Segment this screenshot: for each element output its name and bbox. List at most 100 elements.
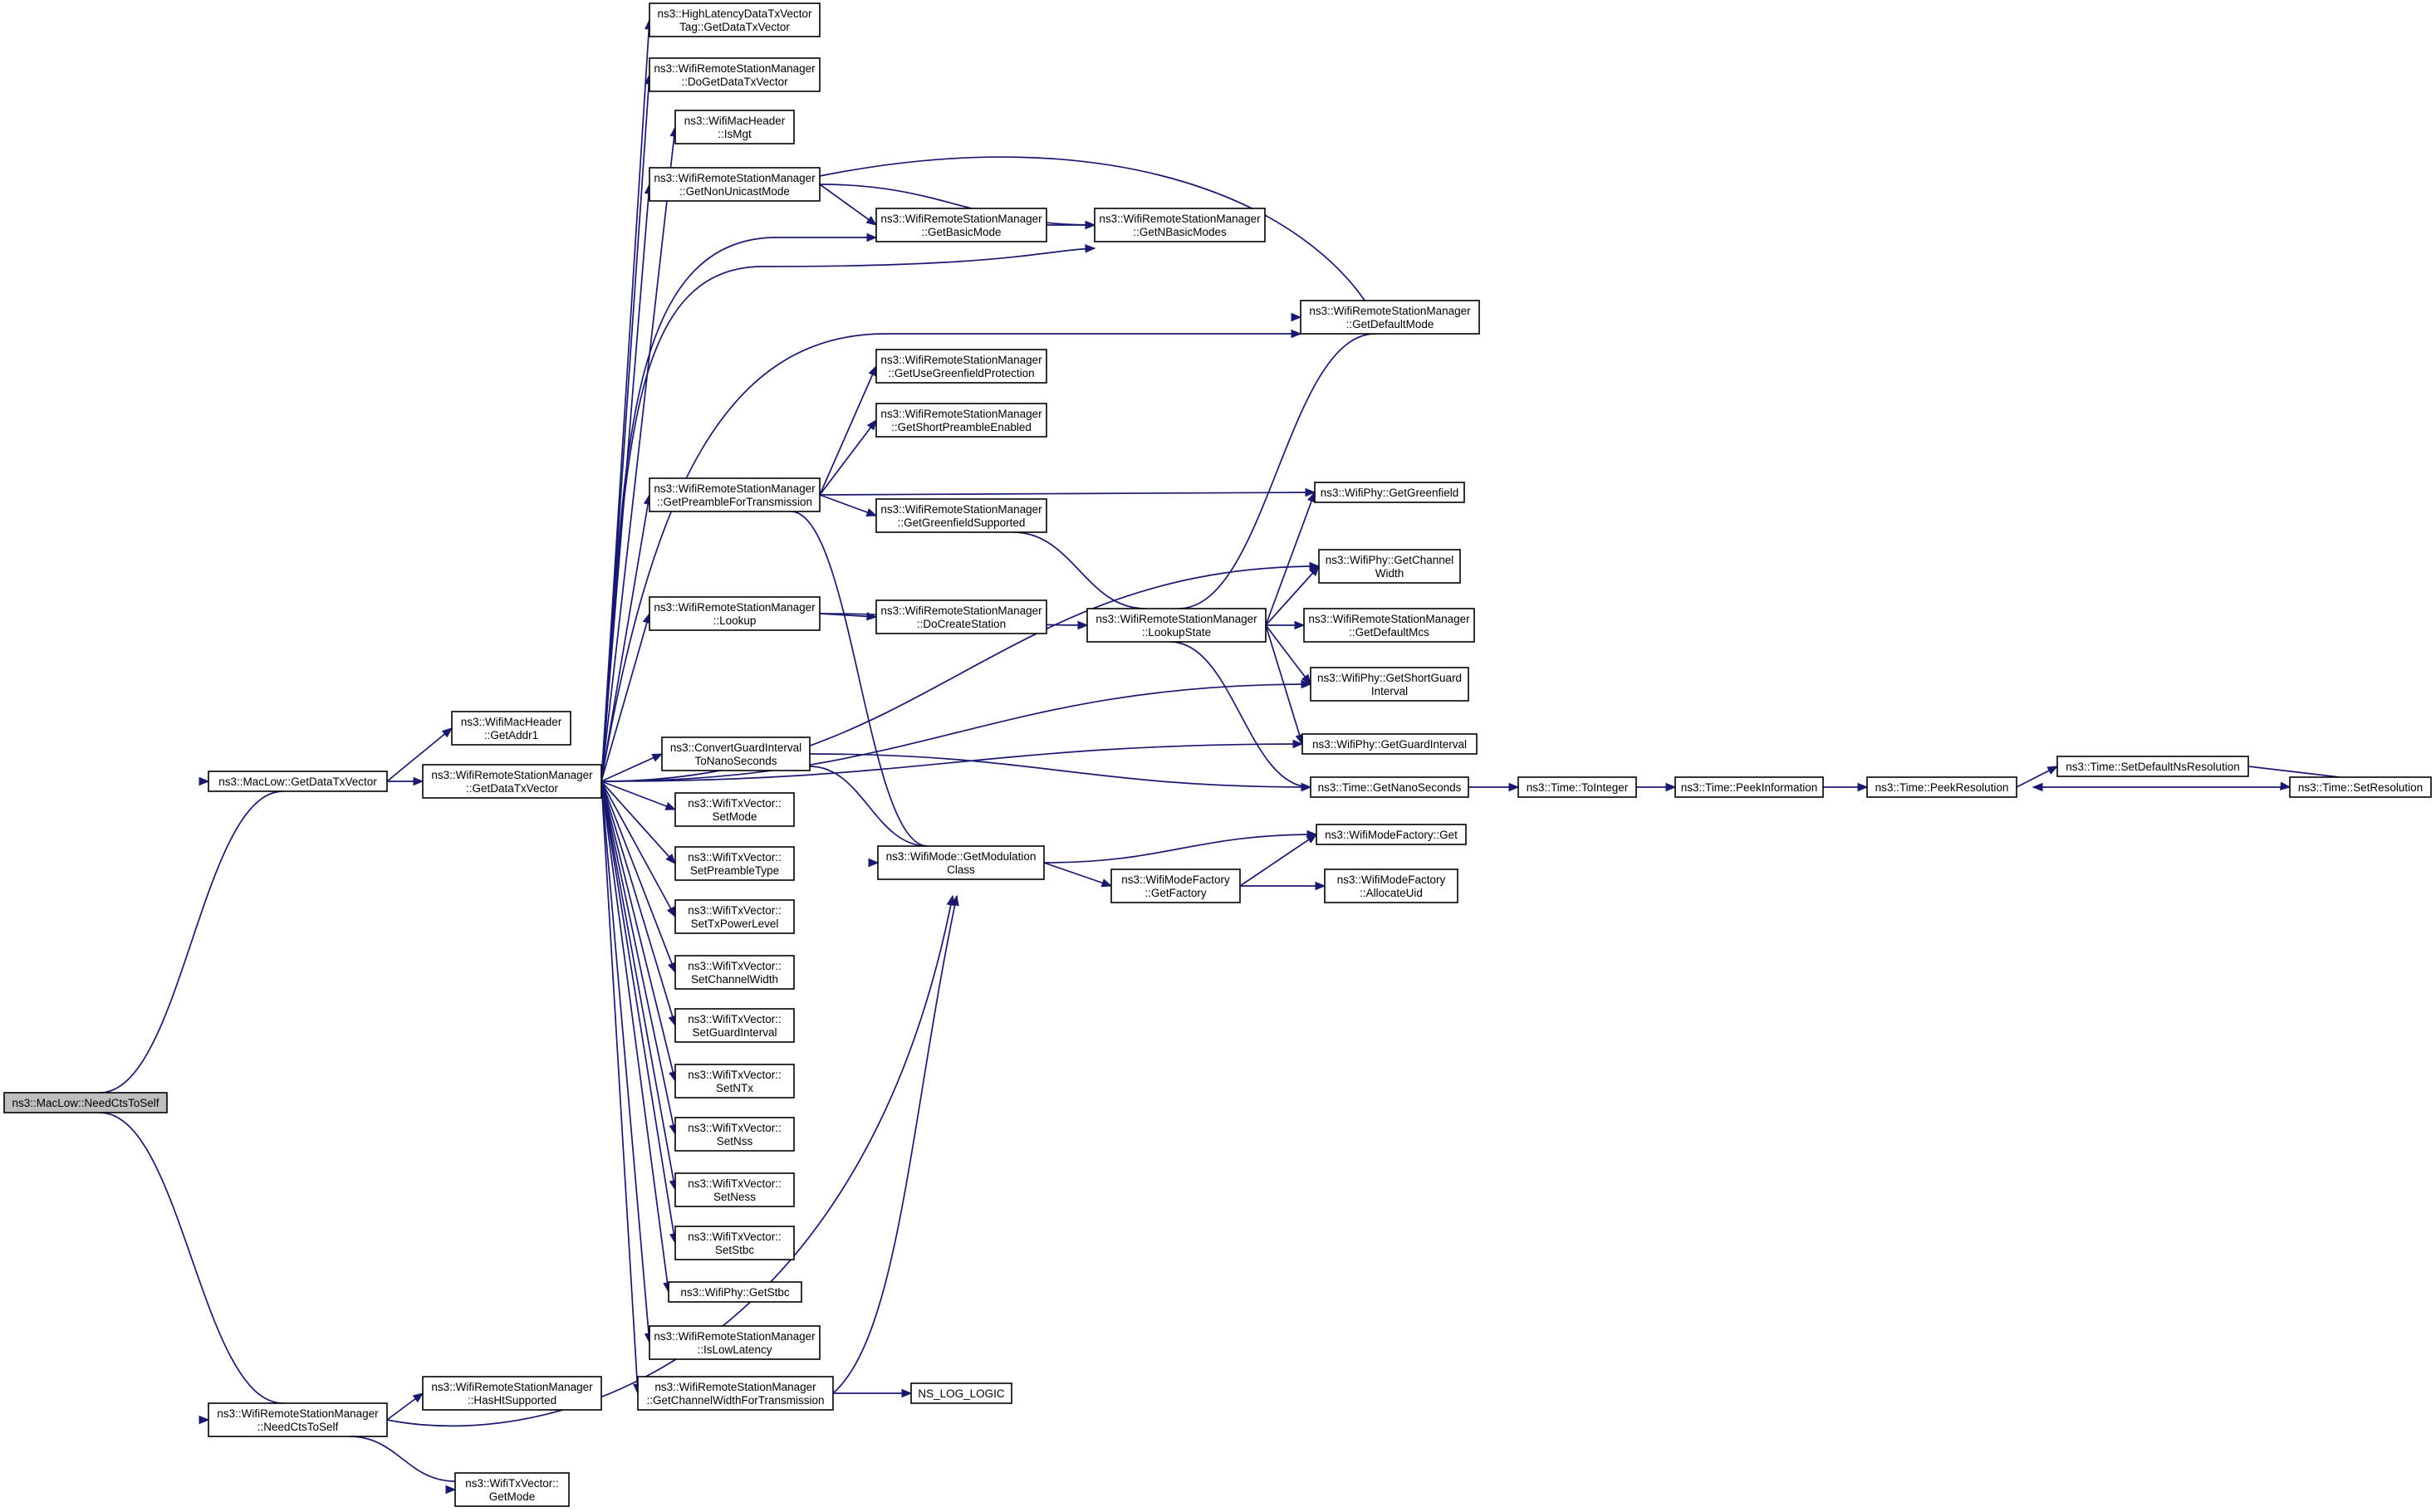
node-label: ns3::WifiTxVector:: bbox=[688, 797, 782, 810]
node-label: Tag::GetDataTxVector bbox=[679, 21, 790, 33]
node-gnbm[interactable]: ns3::WifiRemoteStationManager::GetNBasic… bbox=[1094, 208, 1266, 242]
node-setstbc[interactable]: ns3::WifiTxVector::SetStbc bbox=[674, 1226, 795, 1260]
edge-wgdtv-to-cgi bbox=[600, 753, 664, 782]
node-box bbox=[875, 498, 1047, 533]
node-box bbox=[454, 1472, 570, 1507]
edge-wgdtv-to-setpt bbox=[600, 780, 676, 864]
node-getmode[interactable]: ns3::WifiTxVector::GetMode bbox=[454, 1472, 570, 1507]
node-gspe[interactable]: ns3::WifiRemoteStationManager::GetShortP… bbox=[875, 403, 1047, 438]
node-box bbox=[1866, 776, 2017, 798]
node-box bbox=[1310, 776, 1469, 798]
node-root[interactable]: ns3::MacLow::NeedCtsToSelf bbox=[3, 1092, 168, 1113]
arrowhead bbox=[1291, 329, 1302, 339]
node-setmode[interactable]: ns3::WifiTxVector::SetMode bbox=[674, 792, 795, 827]
node-lstate[interactable]: ns3::WifiRemoteStationManager::LookupSta… bbox=[1086, 608, 1267, 643]
node-ggs[interactable]: ns3::WifiRemoteStationManager::GetGreenf… bbox=[875, 498, 1047, 533]
node-setness[interactable]: ns3::WifiTxVector::SetNess bbox=[674, 1172, 795, 1207]
node-lookup[interactable]: ns3::WifiRemoteStationManager::Lookup bbox=[649, 596, 821, 631]
arrowhead bbox=[1292, 739, 1304, 749]
node-sdnsr[interactable]: ns3::Time::SetDefaultNsResolution bbox=[2056, 756, 2249, 777]
arrowhead bbox=[199, 1415, 210, 1425]
arrowhead bbox=[441, 727, 453, 738]
node-label: ::DoCreateStation bbox=[917, 618, 1006, 630]
node-box bbox=[2056, 756, 2249, 777]
node-mlgdtv[interactable]: ns3::MacLow::GetDataTxVector bbox=[208, 771, 388, 792]
node-label: ns3::HighLatencyDataTxVector bbox=[657, 7, 812, 20]
node-pgf[interactable]: ns3::WifiPhy::GetGreenfield bbox=[1314, 482, 1465, 503]
node-gdm[interactable]: ns3::WifiRemoteStationManager::GetDefaul… bbox=[1300, 300, 1480, 335]
edge-gpft-to-pgf bbox=[819, 487, 1316, 497]
node-label: Interval bbox=[1371, 685, 1408, 697]
node-docs[interactable]: ns3::WifiRemoteStationManager::DoCreateS… bbox=[875, 599, 1047, 634]
node-pgcw[interactable]: ns3::WifiPhy::GetChannelWidth bbox=[1318, 549, 1461, 584]
node-tgns[interactable]: ns3::Time::GetNanoSeconds bbox=[1310, 776, 1469, 798]
node-toint[interactable]: ns3::Time::ToInteger bbox=[1517, 776, 1637, 798]
node-hasht[interactable]: ns3::WifiRemoteStationManager::HasHtSupp… bbox=[422, 1376, 602, 1411]
node-label: ns3::WifiRemoteStationManager bbox=[1099, 213, 1261, 225]
node-label: ns3::WifiRemoteStationManager bbox=[431, 1381, 593, 1393]
node-label: ::GetBasicMode bbox=[921, 226, 1001, 238]
node-label: ::GetChannelWidthForTransmission bbox=[646, 1394, 824, 1407]
node-gnum[interactable]: ns3::WifiRemoteStationManager::GetNonUni… bbox=[649, 167, 821, 202]
node-box bbox=[1318, 549, 1461, 584]
node-gbm[interactable]: ns3::WifiRemoteStationManager::GetBasicM… bbox=[875, 208, 1047, 242]
node-label: ns3::WifiRemoteStationManager bbox=[654, 62, 816, 75]
node-gugp[interactable]: ns3::WifiRemoteStationManager::GetUseGre… bbox=[875, 349, 1047, 384]
node-hltag[interactable]: ns3::HighLatencyDataTxVectorTag::GetData… bbox=[649, 2, 821, 37]
node-dogdtv[interactable]: ns3::WifiRemoteStationManager::DoGetData… bbox=[649, 57, 821, 92]
node-setgi[interactable]: ns3::WifiTxVector::SetGuardInterval bbox=[674, 1008, 795, 1043]
arrowhead bbox=[664, 801, 677, 810]
node-label: ns3::WifiRemoteStationManager bbox=[880, 604, 1042, 617]
node-wrsncts[interactable]: ns3::WifiRemoteStationManager::NeedCtsTo… bbox=[208, 1402, 388, 1437]
node-getaddr1[interactable]: ns3::WifiMacHeader::GetAddr1 bbox=[451, 711, 571, 746]
node-label: ns3::MacLow::GetDataTxVector bbox=[218, 776, 377, 788]
node-nslog[interactable]: NS_LOG_LOGIC bbox=[910, 1382, 1012, 1404]
node-setnss[interactable]: ns3::WifiTxVector::SetNss bbox=[674, 1117, 795, 1152]
node-ismgt[interactable]: ns3::WifiMacHeader::IsMgt bbox=[674, 110, 795, 144]
arrowhead bbox=[865, 508, 878, 516]
node-isll[interactable]: ns3::WifiRemoteStationManager::IsLowLate… bbox=[649, 1325, 821, 1360]
node-wmfau[interactable]: ns3::WifiModeFactory::AllocateUid bbox=[1324, 869, 1458, 903]
edge-peekres-to-sdnsr bbox=[2016, 766, 2059, 788]
arrowhead bbox=[445, 1485, 457, 1495]
node-label: ::GetDataTxVector bbox=[466, 782, 559, 795]
node-gpft[interactable]: ns3::WifiRemoteStationManager::GetPreamb… bbox=[649, 477, 821, 512]
node-setntx[interactable]: ns3::WifiTxVector::SetNTx bbox=[674, 1064, 795, 1099]
arrowhead bbox=[1315, 881, 1326, 891]
node-pggi[interactable]: ns3::WifiPhy::GetGuardInterval bbox=[1301, 733, 1478, 755]
node-label: ns3::WifiPhy::GetGuardInterval bbox=[1312, 738, 1467, 751]
node-box bbox=[1310, 667, 1469, 702]
node-box bbox=[1324, 869, 1458, 903]
node-setcw[interactable]: ns3::WifiTxVector::SetChannelWidth bbox=[674, 955, 795, 990]
node-pgstbc[interactable]: ns3::WifiPhy::GetStbc bbox=[668, 1281, 802, 1303]
node-label: ns3::WifiTxVector:: bbox=[688, 851, 782, 864]
node-box bbox=[875, 599, 1047, 634]
node-gcwft[interactable]: ns3::WifiRemoteStationManager::GetChanne… bbox=[637, 1376, 834, 1411]
node-label: ns3::Time::ToInteger bbox=[1527, 781, 1629, 794]
node-label: Width bbox=[1375, 567, 1404, 580]
node-wgdtv[interactable]: ns3::WifiRemoteStationManager::GetDataTx… bbox=[422, 764, 602, 799]
arrowhead bbox=[1085, 244, 1096, 253]
node-wmfget[interactable]: ns3::WifiModeFactory::Get bbox=[1316, 824, 1467, 845]
edge-setres-to-peekres bbox=[2032, 782, 2290, 792]
node-label: ::GetAddr1 bbox=[484, 729, 538, 741]
edge-lstate-to-gdm bbox=[1178, 312, 1376, 609]
node-label: ns3::WifiRemoteStationManager bbox=[880, 213, 1042, 225]
edge-gnum-to-gbm bbox=[819, 183, 878, 226]
node-label: ns3::WifiPhy::GetShortGuard bbox=[1317, 672, 1462, 684]
node-wmfgf[interactable]: ns3::WifiModeFactory::GetFactory bbox=[1110, 869, 1241, 903]
node-setres[interactable]: ns3::Time::SetResolution bbox=[2289, 776, 2432, 798]
node-settpl[interactable]: ns3::WifiTxVector::SetTxPowerLevel bbox=[674, 899, 795, 934]
node-label: ns3::WifiPhy::GetChannel bbox=[1326, 554, 1454, 566]
node-setpt[interactable]: ns3::WifiTxVector::SetPreambleType bbox=[674, 846, 795, 881]
edge-gmc-to-wmfget bbox=[1043, 829, 1318, 864]
node-label: ns3::WifiRemoteStationManager bbox=[431, 769, 593, 781]
node-label: ns3::WifiTxVector:: bbox=[465, 1477, 559, 1490]
node-box bbox=[877, 845, 1045, 880]
node-peekres[interactable]: ns3::Time::PeekResolution bbox=[1866, 776, 2017, 798]
node-gdmcs[interactable]: ns3::WifiRemoteStationManager::GetDefaul… bbox=[1303, 608, 1475, 643]
node-peekinfo[interactable]: ns3::Time::PeekInformation bbox=[1674, 776, 1824, 798]
